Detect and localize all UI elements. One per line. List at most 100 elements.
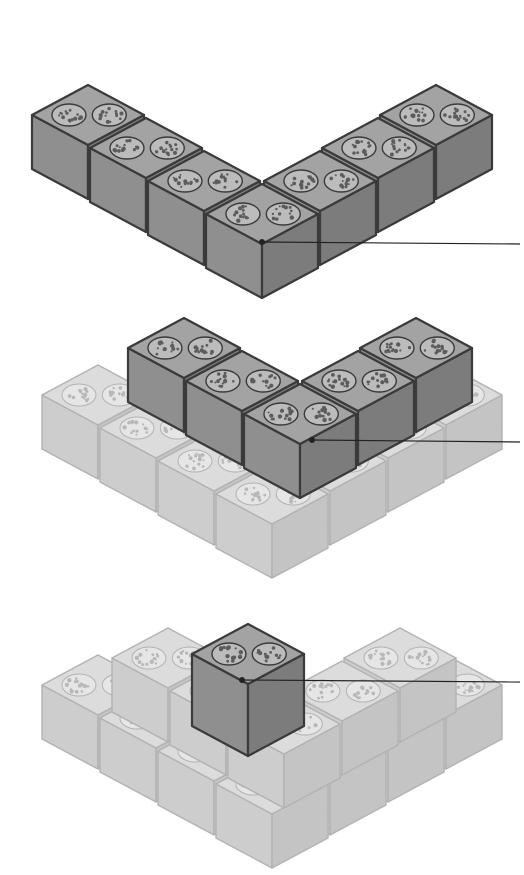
core-pebble (197, 463, 200, 466)
core-pebble (216, 379, 220, 383)
core-pebble (471, 690, 473, 692)
core-pebble (331, 690, 334, 693)
core-pebble (272, 217, 276, 221)
core-pebble (421, 662, 424, 665)
core-pebble (81, 396, 83, 398)
core-pebble (320, 691, 324, 695)
core-pebble (408, 346, 411, 349)
core-pebble (272, 646, 276, 650)
core-pebble (192, 467, 196, 471)
core-pebble (226, 660, 229, 663)
block-core-2 (404, 647, 438, 669)
core-pebble (271, 418, 273, 420)
core-pebble (367, 383, 369, 385)
core-pebble (253, 487, 255, 489)
core-pebble (219, 378, 221, 380)
core-pebble (169, 145, 172, 148)
core-pebble (284, 417, 287, 420)
core-pebble (83, 393, 87, 397)
core-pebble (119, 117, 122, 120)
core-pebble (209, 339, 213, 343)
block-core-1 (62, 674, 96, 696)
core-pebble (226, 173, 228, 175)
core-pebble (331, 385, 335, 389)
core-pebble (409, 107, 412, 110)
core-pebble (321, 696, 324, 699)
core-pebble (264, 655, 267, 658)
core-pebble (394, 349, 398, 353)
core-pebble (416, 656, 420, 660)
core-pebble (163, 349, 165, 351)
core-pebble (268, 412, 270, 414)
block-core-2 (208, 170, 242, 192)
core-pebble (414, 109, 418, 113)
core-pebble (375, 372, 378, 375)
core-pebble (315, 415, 319, 419)
core-pebble (221, 459, 224, 462)
core-pebble (337, 375, 341, 379)
core-pebble (105, 115, 107, 117)
core-pebble (408, 147, 410, 149)
core-pebble (294, 501, 296, 503)
core-pebble (205, 351, 207, 353)
core-pebble (85, 399, 89, 403)
core-pebble (224, 180, 227, 183)
core-pebble (404, 149, 407, 152)
core-pebble (100, 115, 103, 118)
core-pebble (158, 341, 162, 345)
core-pebble (115, 110, 118, 113)
core-pebble (268, 375, 271, 378)
block-core-1 (226, 203, 260, 225)
core-pebble (203, 459, 205, 461)
core-pebble (251, 493, 253, 495)
core-pebble (326, 683, 329, 686)
core-pebble (317, 697, 320, 700)
core-pebble (225, 654, 229, 658)
core-pebble (426, 663, 428, 665)
core-pebble (112, 392, 114, 394)
core-pebble (371, 376, 375, 380)
core-pebble (288, 417, 292, 421)
core-outline (252, 643, 286, 665)
core-pebble (221, 173, 223, 175)
core-pebble (210, 352, 213, 355)
core-pebble (223, 374, 227, 378)
core-pebble (437, 344, 441, 348)
core-pebble (470, 686, 473, 689)
core-pebble (328, 384, 331, 387)
core-pebble (332, 381, 334, 383)
core-pebble (114, 149, 118, 153)
core-pebble (162, 149, 166, 153)
core-pebble (380, 662, 384, 666)
core-pebble (343, 378, 347, 382)
core-pebble (106, 120, 110, 124)
core-pebble (188, 454, 190, 456)
core-pebble (408, 655, 412, 659)
core-pebble (376, 379, 379, 382)
core-pebble (198, 457, 202, 461)
core-pebble (112, 397, 116, 401)
core-pebble (138, 653, 142, 657)
core-pebble (145, 431, 148, 434)
core-pebble (135, 146, 137, 148)
core-pebble (223, 176, 225, 178)
core-pebble (265, 385, 267, 387)
core-pebble (170, 428, 173, 431)
core-pebble (285, 414, 289, 418)
core-pebble (120, 112, 124, 116)
core-pebble (424, 349, 426, 351)
block-core-1 (110, 137, 144, 159)
core-pebble (238, 466, 241, 469)
core-pebble (138, 660, 142, 664)
core-pebble (339, 183, 343, 187)
core-pebble (198, 454, 202, 458)
core-pebble (289, 497, 292, 500)
core-pebble (309, 716, 312, 719)
core-pebble (151, 659, 154, 662)
core-pebble (279, 205, 281, 207)
core-pebble (428, 658, 432, 662)
core-pebble (443, 113, 447, 117)
core-pebble (76, 113, 79, 116)
core-pebble (81, 690, 84, 693)
core-pebble (369, 656, 373, 660)
